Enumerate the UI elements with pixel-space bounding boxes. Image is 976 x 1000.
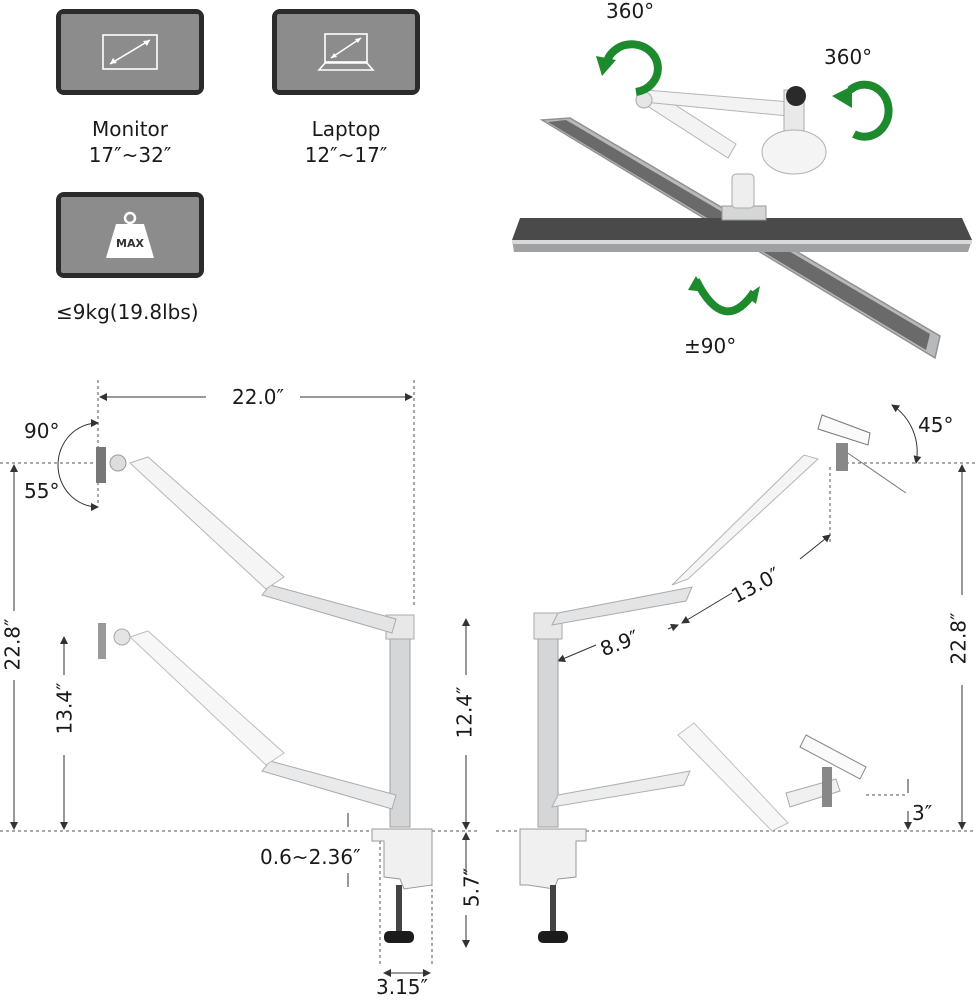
monitor-bottom bbox=[98, 623, 106, 659]
laptop-tray-low bbox=[799, 734, 867, 780]
weight-icon: MAX bbox=[56, 192, 204, 278]
max-height-label: 22.8″ bbox=[0, 618, 25, 671]
monitor-range: 17″~32″ bbox=[88, 143, 172, 167]
monitor-size-icon bbox=[56, 9, 204, 95]
clamp-knob bbox=[384, 931, 414, 943]
reach-label: 22.0″ bbox=[232, 385, 285, 409]
laptop-tilt-label: 45° bbox=[918, 413, 954, 437]
right-dimension-diagram bbox=[496, 404, 976, 943]
laptop-label: Laptop bbox=[311, 117, 381, 141]
pole-height-label: 12.4″ bbox=[452, 686, 477, 739]
laptop-range: 12″~17″ bbox=[304, 143, 388, 167]
pole-cap bbox=[786, 86, 806, 106]
laptop-tray-high bbox=[817, 414, 871, 446]
tilt-label: ±90° bbox=[684, 334, 737, 358]
base bbox=[761, 129, 827, 175]
monitor-top bbox=[96, 447, 106, 483]
right-forearm-high bbox=[671, 454, 819, 586]
upper-arm-dim bbox=[557, 644, 597, 662]
upper-arm-bottom bbox=[261, 760, 397, 810]
laptop-low-label: 3″ bbox=[912, 801, 933, 825]
right-upper-arm-low bbox=[551, 770, 691, 808]
right-clamp bbox=[519, 828, 587, 890]
upper-arm-top bbox=[261, 584, 397, 634]
swivel-left-arrow bbox=[602, 40, 662, 96]
right-upper-arm-high bbox=[551, 586, 693, 626]
swivel-right-arrow bbox=[847, 80, 893, 141]
forearm-dim-end bbox=[799, 534, 831, 560]
tilt-down-label: 55° bbox=[24, 479, 60, 503]
forearm-bottom bbox=[129, 630, 285, 766]
forearm-dim-start bbox=[681, 592, 733, 624]
clamp-range-label: 0.6~2.36″ bbox=[260, 845, 361, 869]
weight-icon-text: MAX bbox=[116, 237, 144, 250]
swivel-right-label: 360° bbox=[824, 45, 873, 69]
right-max-height-label: 22.8″ bbox=[946, 612, 971, 665]
tilt-up-label: 90° bbox=[24, 419, 60, 443]
laptop-size-icon bbox=[272, 9, 420, 95]
left-dimension-diagram bbox=[0, 380, 480, 977]
tilt-arrow bbox=[692, 278, 758, 316]
swivel-left-label: 360° bbox=[606, 0, 655, 23]
forearm-top bbox=[129, 456, 285, 590]
base-width-label: 3.15″ bbox=[376, 975, 429, 999]
monitor-screen bbox=[512, 218, 972, 240]
tilt-joint bbox=[731, 173, 755, 209]
left-clamp bbox=[371, 828, 433, 890]
rotation-illustration bbox=[512, 40, 972, 360]
tilt-arc bbox=[57, 419, 99, 511]
right-pole bbox=[537, 618, 559, 828]
clamp-screw bbox=[396, 885, 402, 933]
monitor-label: Monitor bbox=[91, 117, 169, 141]
clamp-depth-label: 5.7″ bbox=[459, 867, 484, 908]
right-forearm-low bbox=[677, 722, 789, 832]
min-height-label: 13.4″ bbox=[52, 682, 77, 735]
laptop-tilt-arc bbox=[891, 404, 922, 464]
load-capacity: ≤9kg(19.8lbs) bbox=[56, 300, 199, 324]
